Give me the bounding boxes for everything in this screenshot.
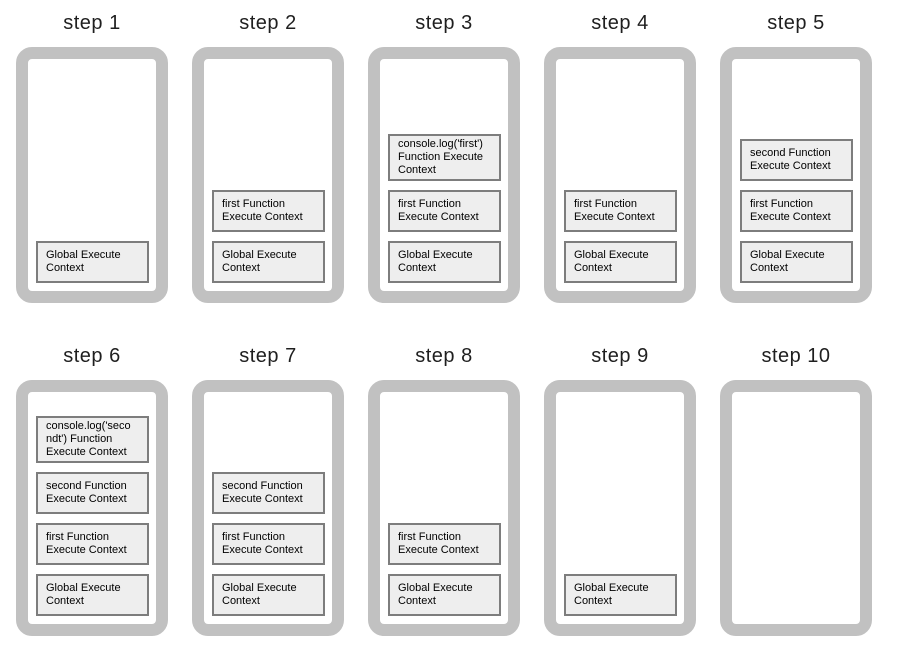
call-stack-frame: second Function Execute Context first Fun… — [720, 47, 872, 303]
step-title: step 10 — [761, 345, 831, 367]
call-stack-frame: console.log('first') Function Execute Co… — [368, 47, 520, 303]
execution-context-box: Global Execute Context — [564, 241, 677, 283]
step-10-cell: step 10 — [708, 333, 884, 636]
execution-context-box: second Function Execute Context — [212, 472, 325, 514]
call-stack-frame — [720, 380, 872, 636]
step-3-cell: step 3 console.log('first') Function Exe… — [356, 0, 532, 303]
step-title: step 9 — [591, 345, 649, 367]
call-stack-frame: second Function Execute Context first Fun… — [192, 380, 344, 636]
execution-context-box: Global Execute Context — [36, 574, 149, 616]
call-stack-frame: Global Execute Context — [544, 380, 696, 636]
execution-context-box: Global Execute Context — [388, 574, 501, 616]
execution-context-box: first Function Execute Context — [388, 523, 501, 565]
step-5-cell: step 5 second Function Execute Context fi… — [708, 0, 884, 303]
step-7-cell: step 7 second Function Execute Context fi… — [180, 333, 356, 636]
step-title: step 8 — [415, 345, 473, 367]
step-title: step 5 — [767, 12, 825, 34]
execution-context-box: first Function Execute Context — [564, 190, 677, 232]
call-stack-frame: console.log('seco ndt') Function Execute… — [16, 380, 168, 636]
execution-context-box: first Function Execute Context — [212, 190, 325, 232]
execution-context-box: first Function Execute Context — [388, 190, 501, 232]
execution-context-box: Global Execute Context — [564, 574, 677, 616]
execution-context-box: Global Execute Context — [212, 574, 325, 616]
steps-grid: step 1 Global Execute Context step 2 fir… — [4, 0, 884, 636]
execution-context-box: Global Execute Context — [212, 241, 325, 283]
execution-context-box: Global Execute Context — [388, 241, 501, 283]
execution-context-box: Global Execute Context — [36, 241, 149, 283]
step-title: step 6 — [63, 345, 121, 367]
execution-context-box: console.log('seco ndt') Function Execute… — [36, 416, 149, 463]
step-title: step 3 — [415, 12, 473, 34]
execution-context-box: first Function Execute Context — [36, 523, 149, 565]
execution-context-box: first Function Execute Context — [212, 523, 325, 565]
execution-context-box: console.log('first') Function Execute Co… — [388, 134, 501, 181]
step-title: step 4 — [591, 12, 649, 34]
call-stack-frame: Global Execute Context — [16, 47, 168, 303]
step-title: step 7 — [239, 345, 297, 367]
execution-context-box: second Function Execute Context — [36, 472, 149, 514]
step-6-cell: step 6 console.log('seco ndt') Function … — [4, 333, 180, 636]
execution-context-box: first Function Execute Context — [740, 190, 853, 232]
execution-context-box: second Function Execute Context — [740, 139, 853, 181]
step-title: step 1 — [63, 12, 121, 34]
step-1-cell: step 1 Global Execute Context — [4, 0, 180, 303]
step-title: step 2 — [239, 12, 297, 34]
execution-context-box: Global Execute Context — [740, 241, 853, 283]
step-9-cell: step 9 Global Execute Context — [532, 333, 708, 636]
